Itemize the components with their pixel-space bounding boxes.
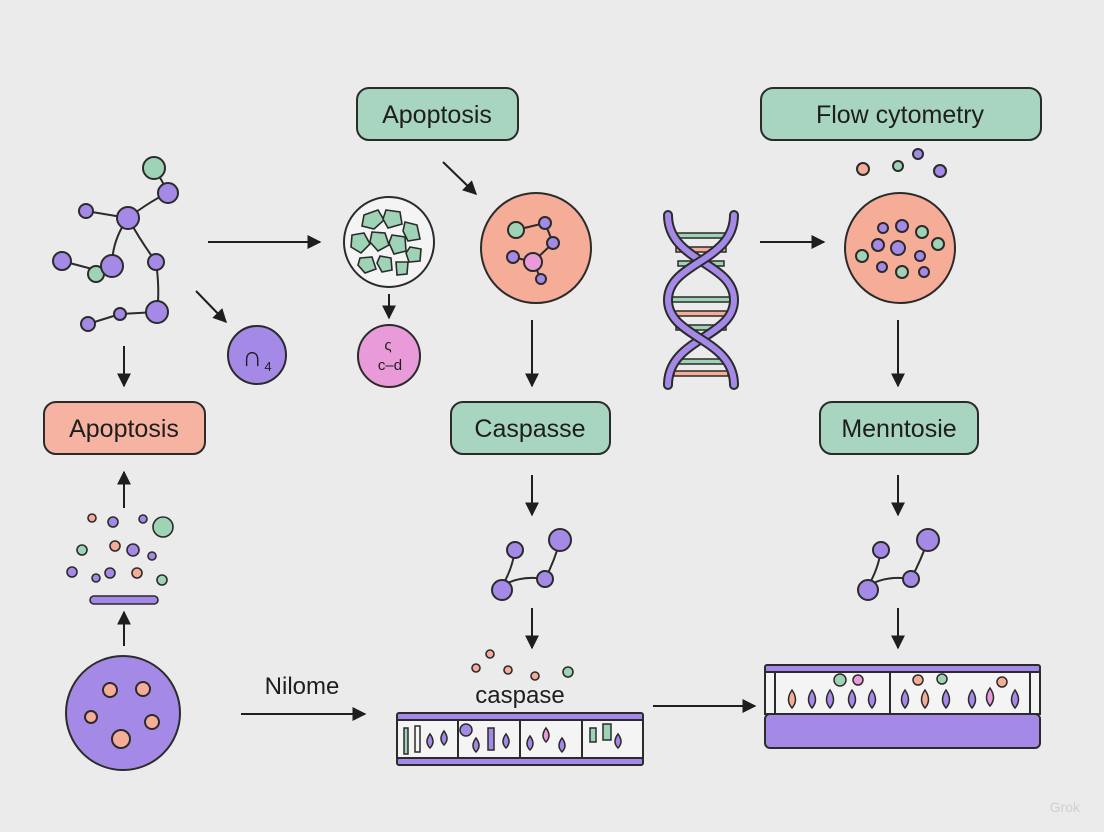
tissue-strip-middle-icon — [396, 712, 644, 766]
molecule-network-icon — [52, 156, 179, 332]
fragmented-cell-icon — [343, 196, 435, 288]
pink-cell-icon: ς c–d — [357, 324, 421, 388]
caspasse-box: Caspasse — [450, 401, 611, 455]
svg-text:∩: ∩ — [242, 341, 262, 372]
caspasse-label: Caspasse — [474, 415, 585, 443]
watermark-text: Grok — [1050, 799, 1081, 815]
tissue-strip-right-icon — [764, 664, 1041, 749]
menntosie-box: Menntosie — [819, 401, 979, 455]
svg-text:c–d: c–d — [378, 357, 402, 374]
flow-cytometry-box: Flow cytometry — [760, 87, 1042, 141]
apoptosis-left-label: Apoptosis — [69, 415, 179, 443]
apoptosis-top-label: Apoptosis — [382, 101, 492, 129]
flow-cytometry-cell-icon — [844, 148, 956, 304]
arrow-molecule-to-n4 — [195, 290, 227, 324]
dna-helix-icon — [662, 210, 740, 390]
apoptosis-left-box: Apoptosis — [43, 401, 206, 455]
caspase-small-label: caspase — [475, 682, 564, 709]
menntosie-molecule-icon — [857, 528, 940, 601]
purple-cell-icon — [65, 655, 181, 771]
apoptosis-top-box: Apoptosis — [356, 87, 519, 141]
n4-molecule-icon: ∩ 4 — [227, 325, 287, 385]
caspase-molecule-icon — [491, 528, 572, 601]
nilome-label: Nilome — [265, 673, 340, 700]
svg-text:4: 4 — [264, 359, 271, 374]
menntosie-label: Menntosie — [841, 415, 956, 443]
flow-cytometry-label: Flow cytometry — [816, 101, 985, 129]
apoptotic-cell-icon — [480, 192, 592, 304]
particle-cloud-icon — [66, 513, 174, 605]
arrows — [117, 161, 905, 721]
arrow-apoptosis-to-salmon — [442, 161, 478, 195]
svg-text:ς: ς — [384, 337, 391, 354]
caspase-dots-icon — [471, 649, 574, 681]
